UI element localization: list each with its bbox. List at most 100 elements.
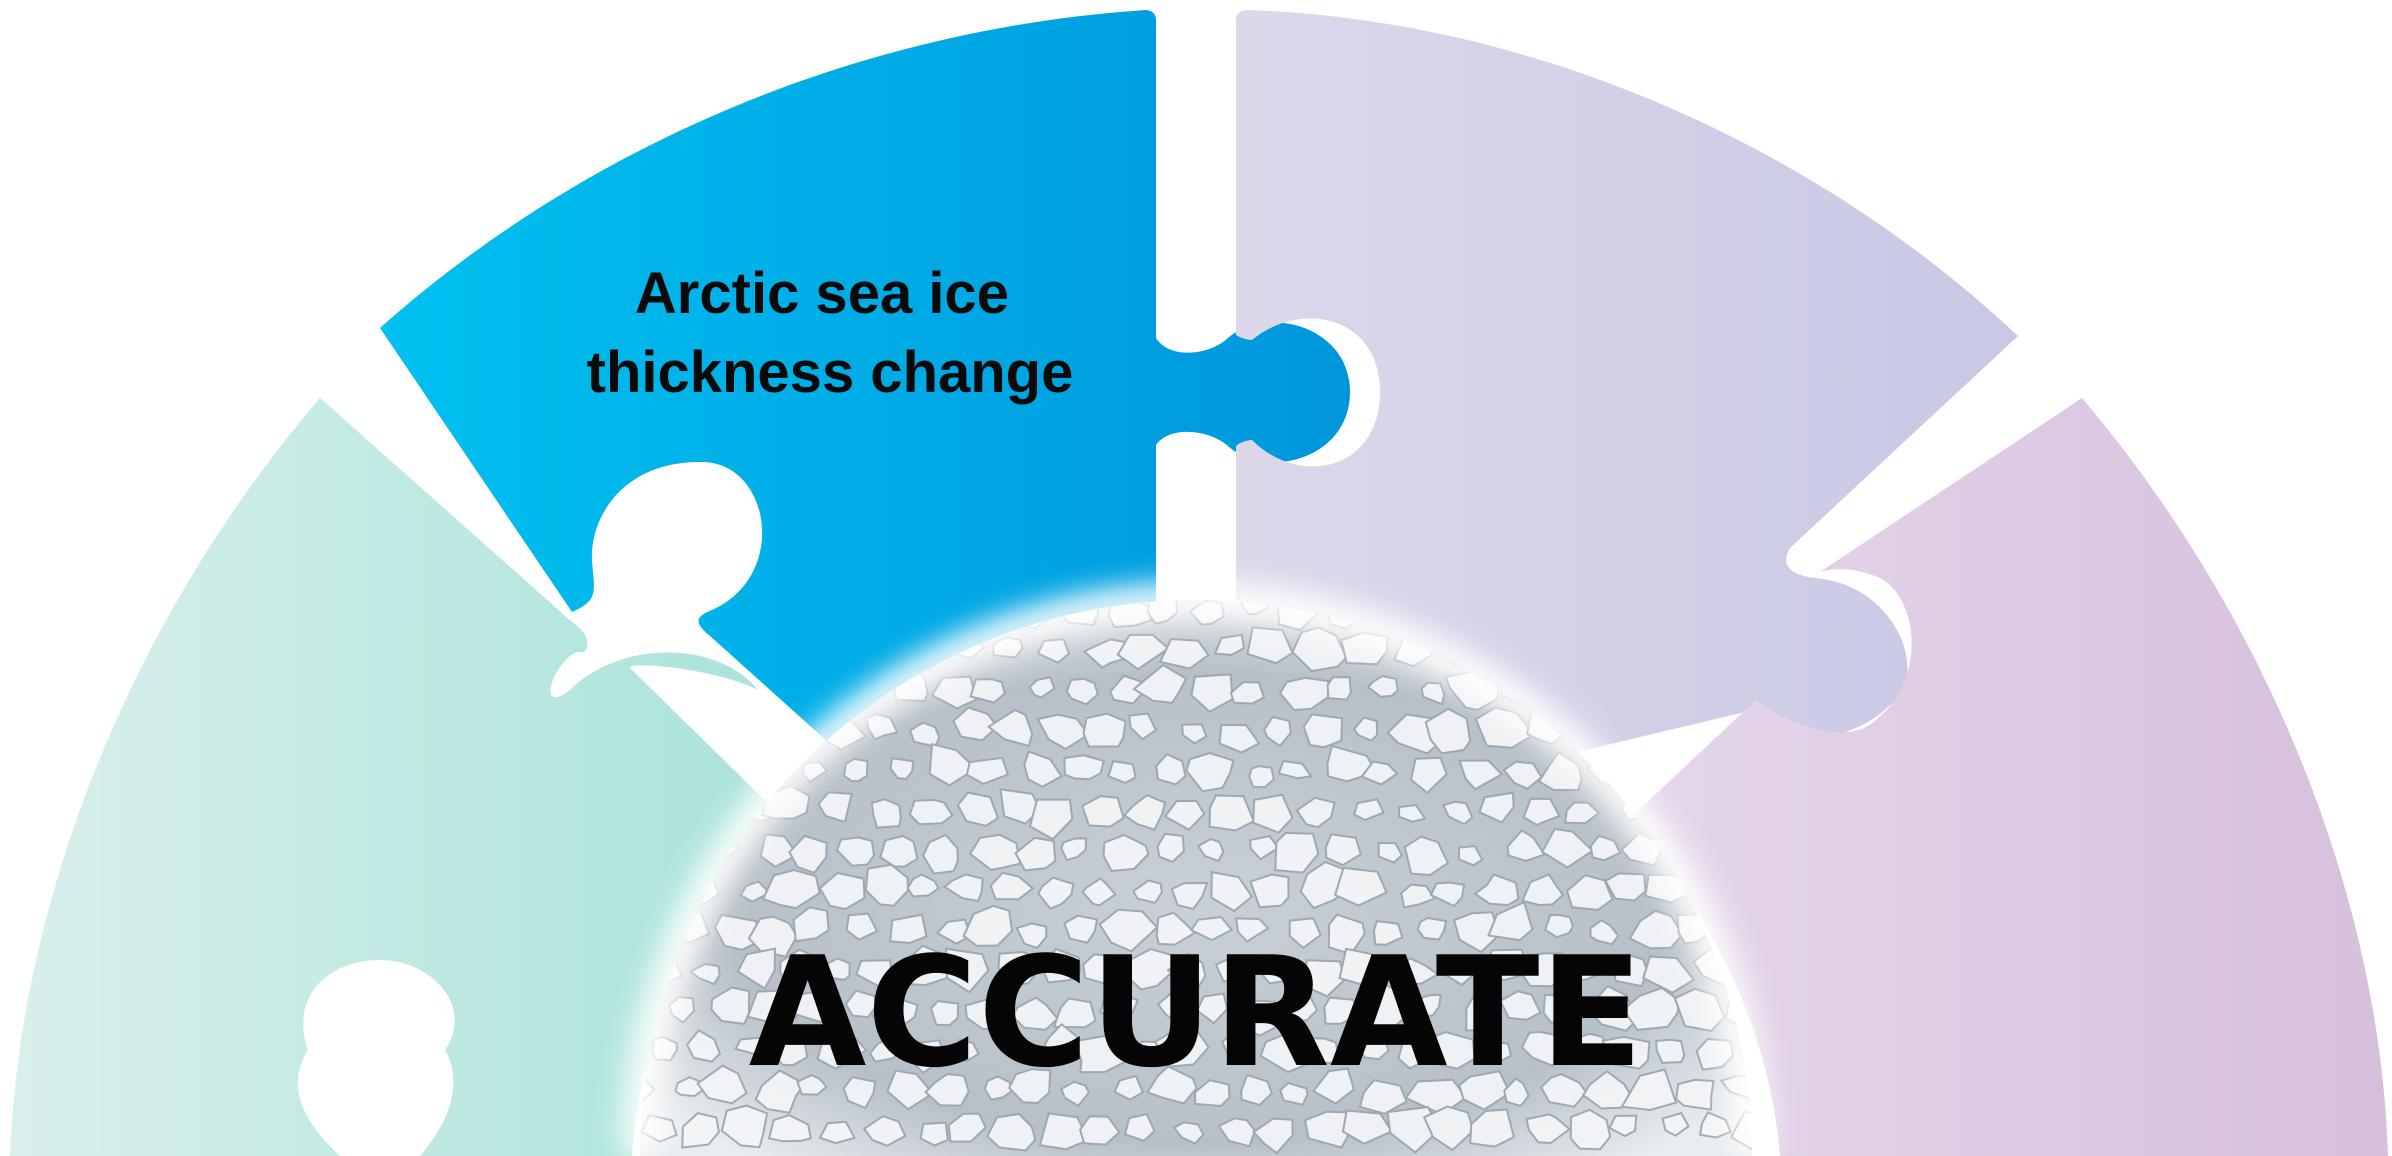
ice-floe [1155, 911, 1197, 946]
ice-floe [888, 913, 928, 945]
ice-floe [685, 1029, 722, 1063]
ice-floe [1060, 837, 1088, 862]
ice-floe [1589, 919, 1620, 946]
ice-floe [1441, 800, 1474, 826]
ice-floe [1102, 833, 1150, 873]
ice-floe [1478, 791, 1515, 824]
ice-floe [896, 944, 951, 987]
ice-floe [1341, 1109, 1394, 1145]
ice-floe [1420, 681, 1446, 706]
ice-floe [1170, 881, 1209, 911]
ice-floe [1279, 1081, 1309, 1106]
ice-floe [1539, 1073, 1588, 1108]
ice-floe [1542, 993, 1586, 1025]
ice-floe [640, 600, 656, 626]
ice-floe [666, 682, 695, 708]
ice-floe [1123, 1112, 1156, 1143]
ice-floe [1153, 1023, 1210, 1068]
ice-floe [739, 880, 772, 903]
ice-floe [1107, 759, 1137, 784]
ice-floe [1521, 873, 1565, 907]
ice-floe [710, 986, 751, 1025]
ice-floe [962, 904, 1014, 947]
ice-floe [1116, 633, 1171, 671]
ice-floe [929, 1000, 960, 1027]
ice-floe [779, 948, 821, 985]
ice-floe [1278, 676, 1330, 712]
ice-floe [1259, 959, 1298, 985]
ice-floe [1540, 827, 1595, 869]
ice-floe [1080, 795, 1125, 828]
ice-floe [1119, 948, 1176, 991]
ice-floe [1352, 716, 1379, 742]
ice-floe [1482, 1040, 1513, 1064]
ice-floe [1564, 954, 1604, 983]
ice-floe [835, 836, 876, 867]
ice-floe [1564, 801, 1601, 825]
ice-floe [761, 868, 821, 910]
ice-floe [1326, 676, 1352, 701]
ice-floe [1416, 916, 1448, 941]
ice-floe [1163, 800, 1206, 831]
ice-floe [1098, 908, 1159, 953]
ice-floe [1037, 876, 1075, 910]
ice-floe [1295, 796, 1336, 829]
ice-floe [1282, 992, 1319, 1022]
ice-floe [746, 989, 798, 1023]
ice-floe [1452, 911, 1500, 954]
segment-label-upper-left: Arctic sea ice thickness change [587, 261, 1074, 405]
ice-floe [1482, 948, 1531, 982]
ice-floe [1217, 1117, 1257, 1148]
ice-floe [1506, 829, 1547, 862]
ice-floe [1297, 1037, 1340, 1065]
ice-floe [965, 756, 1010, 786]
ice-floe [1099, 991, 1140, 1022]
ice-floe [1063, 914, 1099, 944]
ice-floe [1544, 913, 1574, 939]
ice-floe [1457, 844, 1484, 867]
ice-floe [1458, 1070, 1512, 1111]
ice-floe [986, 708, 1034, 748]
ice-floe [1052, 997, 1097, 1029]
ice-floe [1520, 1030, 1569, 1067]
ice-floe [1613, 953, 1649, 988]
ice-floe [1409, 756, 1448, 795]
ice-floe [816, 1034, 868, 1070]
ice-floe [736, 947, 776, 991]
ice-floe [1503, 1077, 1530, 1108]
ice-floe [1028, 676, 1056, 699]
ice-floe [879, 834, 919, 868]
ice-floe [924, 1073, 970, 1107]
ice-floe [792, 906, 830, 943]
ice-floe [1397, 804, 1427, 823]
ice-floe [1487, 900, 1534, 942]
ice-floe [952, 1038, 980, 1063]
ice-floe [1166, 952, 1207, 989]
ice-floe [1072, 1035, 1131, 1074]
ice-floe [1324, 833, 1362, 867]
ice-floe [956, 791, 1000, 827]
ice-floe [1458, 759, 1504, 791]
ice-floe [1519, 952, 1572, 988]
ice-floe [1060, 1080, 1091, 1108]
ice-floe [1581, 1070, 1635, 1110]
ice-floe [713, 913, 759, 951]
ice-floe [1156, 992, 1193, 1024]
ice-floe [1427, 1030, 1476, 1070]
ice-floe [844, 989, 878, 1019]
ice-floe [1569, 1108, 1612, 1151]
ice-floe [1043, 1022, 1089, 1066]
ice-floe [1194, 1079, 1231, 1108]
ice-floe [1262, 715, 1292, 748]
ice-floe [1608, 1114, 1638, 1138]
ice-floe [1221, 1030, 1255, 1059]
ice-floe [968, 833, 1022, 871]
ice-floe [952, 706, 999, 742]
ice-floe [1392, 957, 1440, 985]
puzzle-piece-left [10, 398, 785, 1156]
ice-floe [1128, 712, 1158, 741]
ice-floe [1082, 712, 1127, 748]
puzzle-piece-upper-right [1236, 10, 2018, 756]
ice-floe [1040, 947, 1082, 984]
